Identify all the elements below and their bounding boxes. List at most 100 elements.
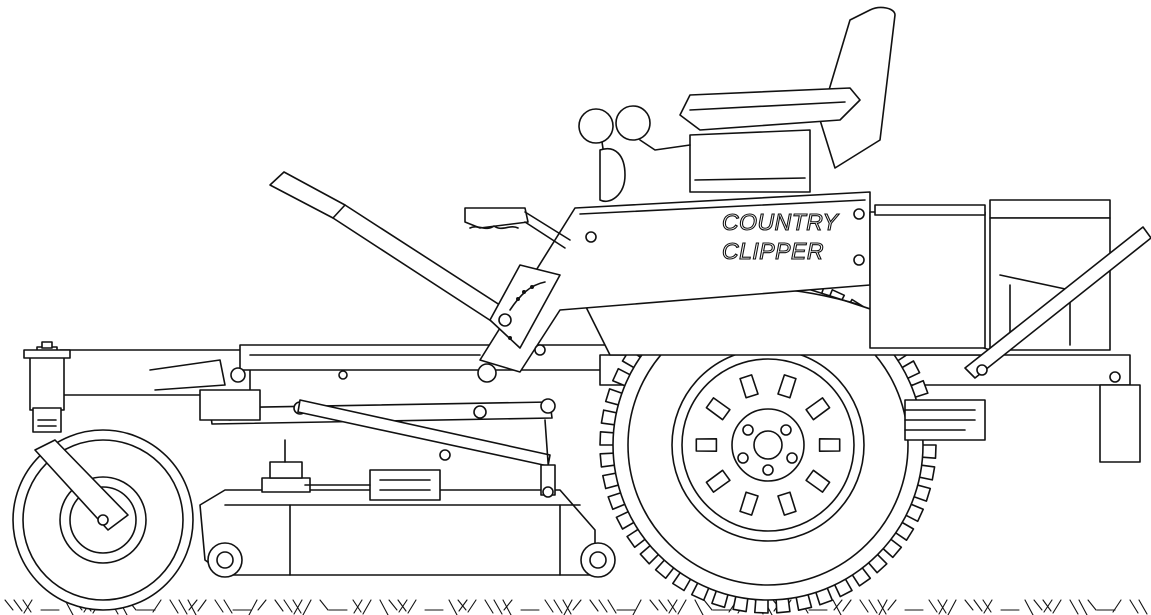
grass-stroke xyxy=(973,599,983,612)
grass-stroke xyxy=(937,599,947,614)
rim-slot xyxy=(805,469,831,493)
grass-stroke xyxy=(938,599,948,615)
grass-stroke xyxy=(982,599,992,613)
grass-stroke xyxy=(1078,599,1088,615)
brand-decal-line2: CLIPPER xyxy=(722,238,824,264)
grass-stroke xyxy=(503,599,513,611)
grass-stroke xyxy=(398,599,408,613)
deck-lift-linkage xyxy=(149,359,556,498)
grass-stroke xyxy=(493,599,503,615)
rim-slot xyxy=(818,438,841,452)
grass-stroke xyxy=(292,599,302,614)
grass-stroke xyxy=(22,599,32,613)
grass-stroke xyxy=(458,599,468,612)
grass-stroke xyxy=(283,599,293,613)
grass-stroke xyxy=(877,599,887,615)
grass-stroke xyxy=(467,599,477,613)
grass-stroke xyxy=(1129,599,1139,614)
front-caster-post xyxy=(23,341,71,433)
rear-drive-wheel xyxy=(599,276,937,614)
rim-slot xyxy=(777,374,797,399)
rim-slots xyxy=(695,374,841,516)
grass-stroke xyxy=(4,599,14,611)
grass-stroke xyxy=(649,599,659,611)
grass-stroke xyxy=(859,599,869,613)
grass-stroke xyxy=(1138,599,1148,615)
grass-stroke xyxy=(152,599,162,613)
operator-seat xyxy=(679,6,896,193)
grass-stroke xyxy=(1087,599,1097,611)
grass-stroke xyxy=(248,599,258,615)
grass-stroke xyxy=(842,599,852,612)
throttle-quadrant xyxy=(489,264,561,349)
grass-stroke xyxy=(197,599,207,612)
grass-stroke xyxy=(13,599,23,612)
grass-stroke xyxy=(833,599,843,611)
grass-stroke xyxy=(407,599,417,614)
grass-stroke xyxy=(223,599,233,614)
rim-slot xyxy=(739,374,759,399)
grass-stroke xyxy=(379,599,389,615)
rear-bumper-bar xyxy=(964,226,1151,383)
grass-stroke xyxy=(563,599,573,615)
grass-stroke xyxy=(553,599,563,614)
grass-stroke xyxy=(677,599,687,615)
rim-slot xyxy=(777,491,797,516)
grass-stroke xyxy=(302,599,312,615)
grass-stroke xyxy=(319,599,329,611)
grass-stroke xyxy=(169,599,179,614)
grass-stroke xyxy=(1024,599,1034,615)
grass-stroke xyxy=(878,599,888,615)
grass-stroke xyxy=(457,599,467,611)
grass-stroke xyxy=(964,599,974,611)
grass-stroke xyxy=(352,599,362,613)
grass-stroke xyxy=(632,599,642,615)
grass-stroke xyxy=(703,599,713,611)
rim-slot xyxy=(705,397,731,421)
grass-stroke xyxy=(1043,599,1053,613)
grass-stroke xyxy=(607,599,617,614)
ground-hatching xyxy=(4,599,1148,615)
grass-stroke xyxy=(832,599,842,615)
grass-stroke xyxy=(1052,599,1062,614)
grass-stroke xyxy=(928,599,938,613)
deck-anti-scalp-rollers xyxy=(207,542,616,578)
grass-stroke xyxy=(668,599,678,614)
grass-stroke xyxy=(214,599,224,613)
brand-decal-line1: COUNTRY xyxy=(722,209,840,235)
grass-stroke xyxy=(544,599,554,613)
operator-body-panel: COUNTRY CLIPPER xyxy=(479,191,871,373)
grass-stroke xyxy=(1042,599,1052,612)
grass-stroke xyxy=(887,599,897,611)
grass-stroke xyxy=(178,599,188,615)
grass-stroke xyxy=(484,599,494,614)
grass-stroke xyxy=(572,599,582,611)
grass-stroke xyxy=(362,599,372,615)
front-caster-wheel xyxy=(12,429,194,611)
grass-stroke xyxy=(187,599,197,615)
rim-slot xyxy=(739,491,759,516)
grass-stroke xyxy=(448,599,458,615)
grass-stroke xyxy=(983,599,993,614)
grass-stroke xyxy=(353,599,363,614)
rim-slot xyxy=(695,438,718,452)
grass-stroke xyxy=(257,599,267,611)
grass-stroke xyxy=(1112,599,1122,613)
grass-stroke xyxy=(23,599,33,614)
grass-stroke xyxy=(388,599,398,611)
grass-stroke xyxy=(397,599,407,612)
grass-stroke xyxy=(274,599,284,612)
grass-stroke xyxy=(1033,599,1043,611)
steering-control-knobs xyxy=(578,105,691,202)
rim-slot xyxy=(705,469,731,493)
grass-stroke xyxy=(868,599,878,614)
left-steering-lever xyxy=(269,171,521,331)
grass-stroke xyxy=(502,599,512,615)
rim-slot xyxy=(805,397,831,421)
grass-stroke xyxy=(598,599,608,613)
grass-stroke xyxy=(658,599,668,612)
grass-stroke xyxy=(589,599,599,612)
grass-stroke xyxy=(667,599,677,613)
grass-stroke xyxy=(694,599,704,615)
